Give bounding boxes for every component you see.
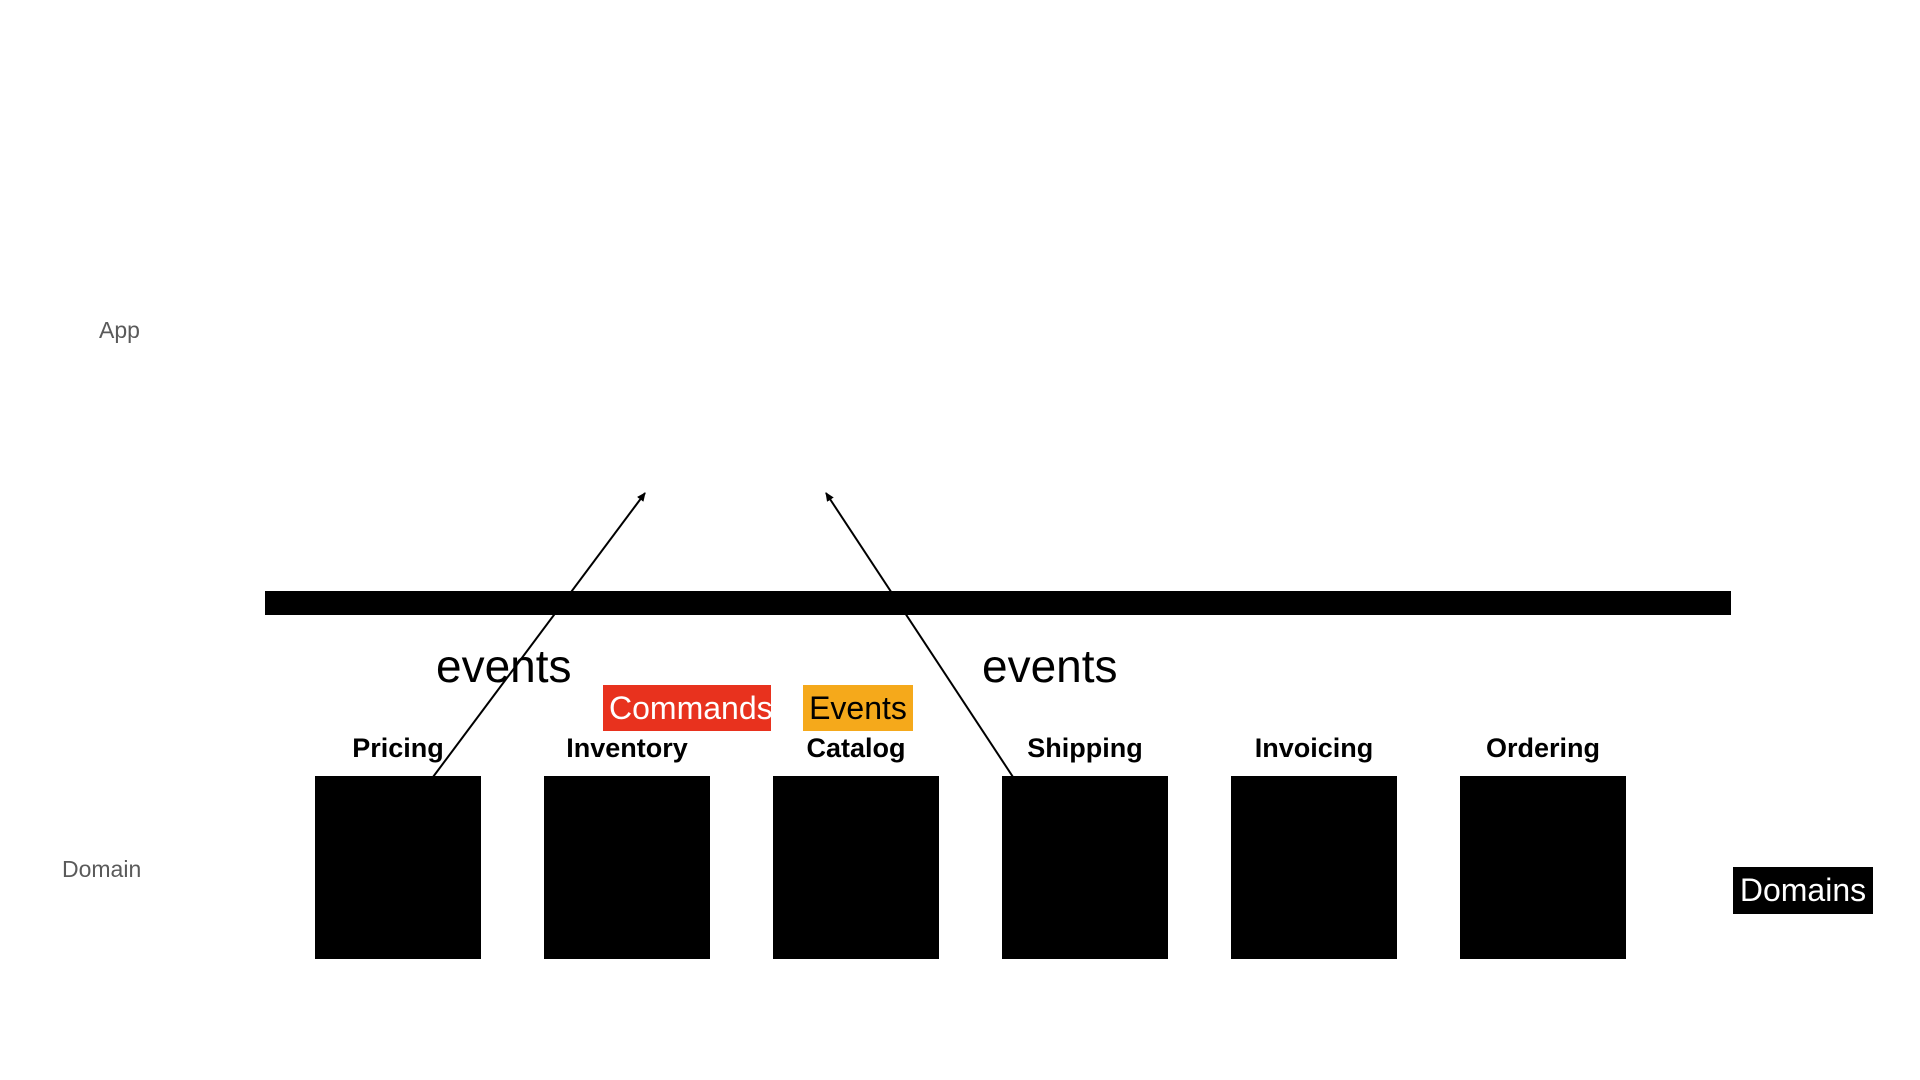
domain-inventory: Inventory: [544, 733, 710, 959]
boundary-bar: [265, 591, 1731, 615]
events-tag: Events: [803, 685, 913, 731]
domain-box: [773, 776, 939, 959]
domain-box: [315, 776, 481, 959]
domain-layer-label: Domain: [62, 856, 142, 882]
app-layer-label: App: [99, 317, 140, 343]
domain-name: Shipping: [1027, 733, 1143, 763]
domain-catalog: Catalog: [773, 733, 939, 959]
domain-box: [544, 776, 710, 959]
events-label-left: events: [436, 640, 572, 692]
domain-ordering: Ordering: [1460, 733, 1626, 959]
domain-name: Pricing: [352, 733, 444, 763]
domain-pricing: Pricing: [315, 733, 481, 959]
domain-box: [1460, 776, 1626, 959]
domain-invoicing: Invoicing: [1231, 733, 1397, 959]
domain-name: Catalog: [806, 733, 906, 763]
domain-name: Invoicing: [1254, 733, 1374, 763]
domain-shipping: Shipping: [1002, 733, 1168, 959]
events-label-right: events: [982, 640, 1118, 692]
domains-tag: Domains: [1733, 867, 1873, 914]
domain-name: Inventory: [566, 733, 688, 763]
domain-box: [1231, 776, 1397, 959]
domain-name: Ordering: [1485, 733, 1600, 763]
commands-tag: Commands: [603, 685, 773, 731]
domain-box: [1002, 776, 1168, 959]
